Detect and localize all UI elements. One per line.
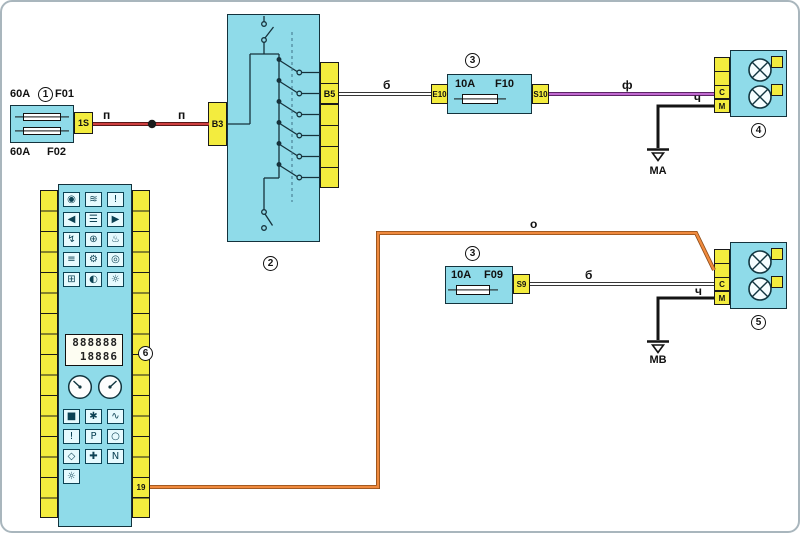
wire-label-ch-top: ч (694, 91, 701, 105)
lamp5-terminal-pad-1 (771, 248, 783, 260)
lamp4-terminal-pad-2 (771, 84, 783, 96)
parking-brake-icon: P (85, 429, 102, 444)
ground-symbol-ma (647, 148, 669, 162)
component-3-top-number: 3 (465, 53, 480, 68)
fuel-level-icon: ■ (63, 409, 80, 424)
component-1-number: 1 (38, 87, 53, 102)
low-fuel-warning-icon: ! (63, 429, 80, 444)
fuse-f10-amp-label: 10A (455, 78, 476, 90)
fuse-f10-name-label: F10 (495, 78, 514, 90)
oil-pressure-icon: ⊕ (85, 232, 102, 247)
lamp5-bulbs-graphic (748, 250, 772, 301)
main-fuse-block-box (10, 105, 74, 143)
component-6-number: 6 (138, 346, 153, 361)
airbag-indicator-icon: ◐ (85, 272, 102, 287)
lamp4-terminal-pad-1 (771, 56, 783, 68)
fuse-f02-amp-label: 60A (10, 146, 31, 158)
ground-ma-label: MA (649, 165, 667, 177)
wire-label-p-left: п (103, 108, 111, 122)
wire-o-orange (150, 231, 716, 489)
tachometer-gauge (97, 374, 123, 400)
wire-label-violet: ф (622, 78, 633, 92)
pin-19: 19 (132, 477, 150, 498)
pin-s9: S9 (513, 274, 530, 294)
cluster-telltale-icons-bottom: ■ ✱ ∿ ! P ○ ◇ ✚ N ☼ (63, 409, 129, 484)
fuse-f09-box: 10A F09 (445, 266, 513, 304)
cluster-telltale-icons-top: ◉ ≋ ! ◀ ☰ ▶ ↯ ⊕ ♨ ≡ ⚙ ◎ ⊞ ◐ ☼ (63, 192, 129, 287)
fuse-f10-box: 10A F10 (447, 74, 532, 114)
fuse-f09-amp-label: 10A (451, 269, 472, 281)
high-beam-indicator-icon: ☰ (85, 212, 102, 227)
fuse-f01-name-label: F01 (55, 88, 74, 100)
wire-label-b-top: б (383, 78, 391, 92)
switch-connector-strip (320, 62, 339, 188)
gear-indicator-icon: N (107, 449, 124, 464)
pin-1s: 1S (74, 112, 93, 134)
cluster-connector-strip-left (40, 190, 58, 518)
lamp5-pin-c: C (714, 277, 730, 291)
wire-label-orange: о (530, 217, 538, 231)
coolant-temp-icon: ♨ (107, 232, 124, 247)
lamp4-pin-c: C (714, 85, 730, 99)
wire-label-ch-bottom: ч (695, 284, 702, 298)
wire-ch-bottom-black (656, 296, 714, 340)
wire-ch-top-black (656, 104, 714, 148)
fuse-f01-amp-label: 60A (10, 88, 31, 100)
lamp5-terminal-pad-2 (771, 276, 783, 288)
illumination-icon: ☼ (107, 272, 124, 287)
light-switch-box (227, 14, 320, 242)
pin-b3: B3 (208, 102, 227, 146)
lamp4-pin-m: M (714, 99, 730, 113)
component-2-number: 2 (263, 256, 278, 271)
doors-open-icon: ⊞ (63, 272, 80, 287)
odometer-value: 888888 (72, 336, 118, 349)
immobilizer-icon: ✱ (85, 409, 102, 424)
pin-s10: S10 (532, 84, 549, 104)
cruise-indicator-icon: ◇ (63, 449, 80, 464)
fuse-symbol-f10 (462, 94, 498, 104)
pin-b5: B5 (320, 83, 339, 104)
component-3-bottom-number: 3 (465, 246, 480, 261)
wire-p-red (93, 119, 209, 129)
trip-value: 18886 (79, 349, 118, 363)
ground-symbol-mb (647, 340, 669, 354)
turn-right-indicator-icon: ▶ (107, 212, 124, 227)
fuse-symbol-f01 (23, 113, 61, 121)
turn-left-indicator-icon: ◀ (63, 212, 80, 227)
side-light-indicator-icon: ○ (107, 429, 124, 444)
fog-light-icon: ≡ (63, 252, 80, 267)
fuse-f09-name-label: F09 (484, 269, 503, 281)
seatbelt-indicator-icon: ◉ (63, 192, 80, 207)
instrument-cluster-box: ◉ ≋ ! ◀ ☰ ▶ ↯ ⊕ ♨ ≡ ⚙ ◎ ⊞ ◐ ☼ 888888 188… (58, 184, 132, 527)
wire-label-b-bottom: б (585, 268, 593, 282)
speedometer-gauge (67, 374, 93, 400)
lamp5-pin-m: M (714, 291, 730, 305)
lamp4-bulbs-graphic (748, 58, 772, 109)
fuse-symbol-f09 (456, 285, 490, 295)
component-4-number: 4 (751, 123, 766, 138)
dimmer-icon: ☼ (63, 469, 80, 484)
abs-indicator-icon: ◎ (107, 252, 124, 267)
fuse-symbol-f02 (23, 127, 61, 135)
odometer-display: 888888 18886 (65, 334, 123, 366)
fuse-f02-name-label: F02 (47, 146, 66, 158)
check-engine-icon: ⚙ (85, 252, 102, 267)
service-indicator-icon: ✚ (85, 449, 102, 464)
component-5-number: 5 (751, 315, 766, 330)
battery-charge-icon: ↯ (63, 232, 80, 247)
pin-e10: E10 (431, 84, 448, 104)
glow-plug-icon: ∿ (107, 409, 124, 424)
washer-fluid-icon: ≋ (85, 192, 102, 207)
brake-warning-icon: ! (107, 192, 124, 207)
ground-mb-label: MB (649, 354, 667, 366)
lamp4-box (730, 50, 787, 117)
lamp5-box (730, 242, 787, 309)
wire-junction-dot (147, 119, 157, 129)
wire-label-p-right: п (178, 108, 186, 122)
